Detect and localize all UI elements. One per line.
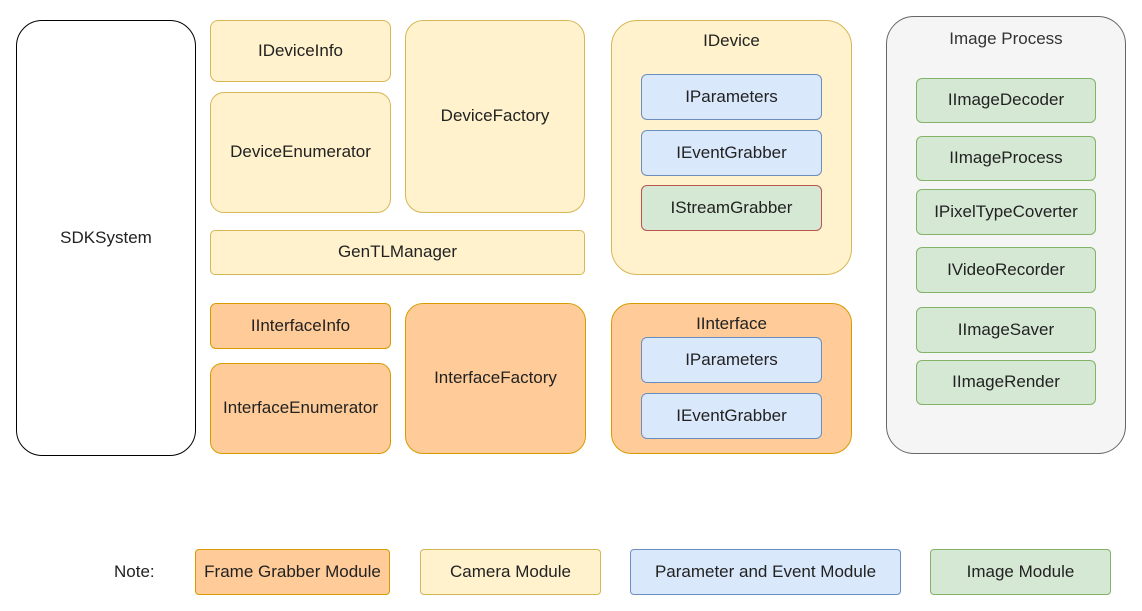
sdk-system-box: SDKSystem (16, 20, 196, 456)
interface-info-label: IInterfaceInfo (250, 315, 351, 335)
legend-parameter-event: Parameter and Event Module (630, 549, 901, 595)
device-enumerator-label: DeviceEnumerator (230, 142, 371, 162)
iinterface-event-grabber-label: IEventGrabber (676, 405, 787, 425)
image-render-label: IImageRender (952, 372, 1060, 392)
image-process-box: IImageProcess (916, 136, 1096, 181)
legend-frame-grabber: Frame Grabber Module (195, 549, 390, 595)
gentl-manager-label: GenTLManager (337, 242, 458, 262)
device-info-box: IDeviceInfo (210, 20, 391, 82)
idevice-title: IDevice (703, 31, 760, 50)
idevice-stream-grabber-label: IStreamGrabber (670, 197, 793, 217)
legend-image: Image Module (930, 549, 1111, 595)
interface-info-box: IInterfaceInfo (210, 303, 391, 349)
idevice-parameters-label: IParameters (685, 86, 778, 106)
iinterface-parameters-label: IParameters (685, 349, 778, 369)
idevice-event-grabber-box: IEventGrabber (641, 130, 822, 176)
legend-camera-label: Camera Module (450, 561, 571, 581)
device-factory-box: DeviceFactory (405, 20, 585, 213)
iinterface-event-grabber-box: IEventGrabber (641, 393, 822, 439)
legend-camera: Camera Module (420, 549, 601, 595)
idevice-parameters-box: IParameters (641, 74, 822, 120)
device-factory-label: DeviceFactory (440, 106, 550, 126)
idevice-event-grabber-label: IEventGrabber (676, 142, 787, 162)
pixel-type-coverter-box: IPixelTypeCoverter (916, 189, 1096, 235)
video-recorder-box: IVideoRecorder (916, 247, 1096, 293)
legend-parameter-event-label: Parameter and Event Module (654, 561, 877, 581)
image-process-label: IImageProcess (949, 148, 1063, 168)
legend-image-label: Image Module (966, 561, 1075, 581)
legend-note-label: Note: (114, 562, 155, 581)
interface-enumerator-label: InterfaceEnumerator (223, 398, 378, 418)
pixel-type-coverter-label: IPixelTypeCoverter (934, 201, 1078, 221)
interface-factory-box: InterfaceFactory (405, 303, 586, 454)
device-enumerator-box: DeviceEnumerator (210, 92, 391, 213)
interface-factory-label: InterfaceFactory (434, 368, 557, 388)
iinterface-title: IInterface (696, 314, 767, 333)
image-render-box: IImageRender (916, 360, 1096, 405)
image-process-title: Image Process (949, 29, 1063, 48)
sdk-system-label: SDKSystem (60, 227, 152, 247)
iinterface-parameters-box: IParameters (641, 337, 822, 383)
gentl-manager-box: GenTLManager (210, 230, 585, 275)
image-decoder-box: IImageDecoder (916, 78, 1096, 123)
device-info-label: IDeviceInfo (257, 40, 344, 60)
image-saver-box: IImageSaver (916, 307, 1096, 353)
legend-frame-grabber-label: Frame Grabber Module (204, 561, 381, 581)
interface-enumerator-box: InterfaceEnumerator (210, 363, 391, 454)
idevice-stream-grabber-box: IStreamGrabber (641, 185, 822, 231)
video-recorder-label: IVideoRecorder (947, 259, 1065, 279)
image-saver-label: IImageSaver (957, 319, 1055, 339)
image-decoder-label: IImageDecoder (947, 90, 1065, 110)
